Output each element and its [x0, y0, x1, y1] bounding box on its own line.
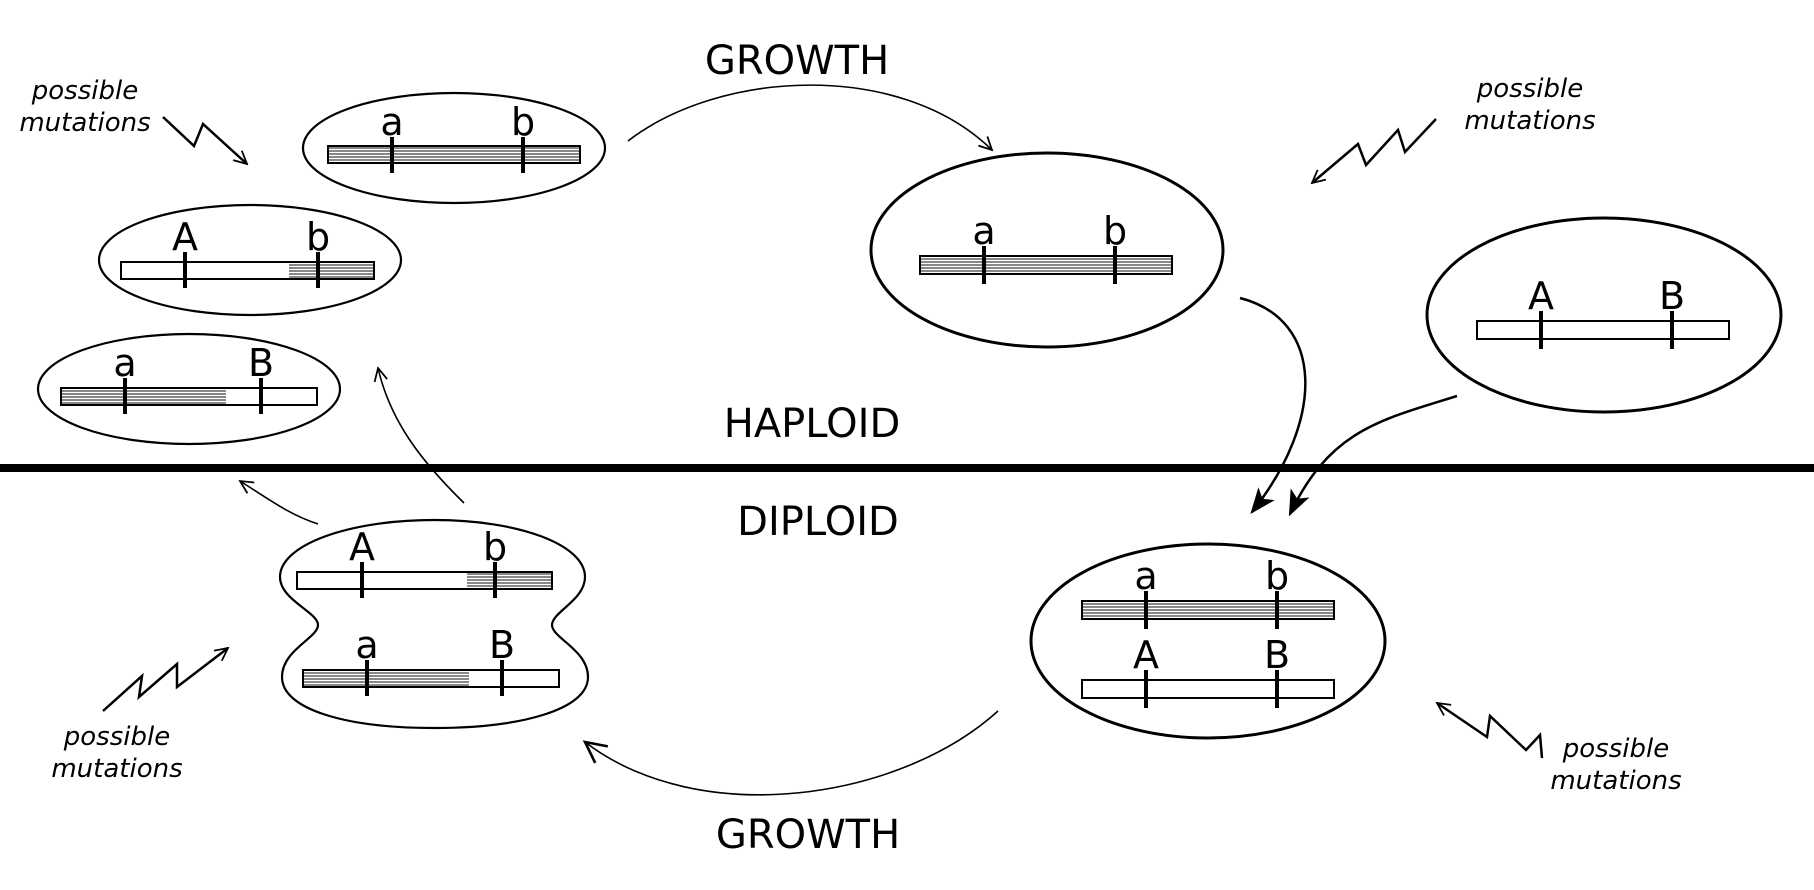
- growth-arrow-diploid: [585, 710, 999, 796]
- haploid-cell-ab: a b: [869, 151, 1225, 349]
- mutation-text: mutations: [1550, 766, 1681, 796]
- gene-label: b: [306, 215, 330, 259]
- chromosome: [919, 255, 1173, 275]
- gene-label: a: [972, 209, 995, 253]
- gene-label: A: [349, 525, 375, 569]
- chromosome: [296, 571, 553, 590]
- haploid-cell-recombinant-aB: a B: [36, 332, 342, 446]
- growth-top-label: GROWTH: [705, 38, 889, 84]
- mutation-note-top-left: possible mutations: [19, 76, 247, 164]
- chromosome: [1476, 320, 1730, 340]
- lightning-icon: [1437, 703, 1544, 759]
- chromosome: [1081, 600, 1335, 620]
- lightning-icon: [102, 648, 228, 712]
- mutation-text: possible: [1476, 74, 1583, 104]
- gene-label: b: [1265, 554, 1289, 598]
- gene-label: B: [489, 623, 515, 667]
- mutation-note-bottom-left: possible mutations: [51, 648, 228, 784]
- lightning-icon: [162, 116, 247, 164]
- chromosome: [327, 145, 581, 164]
- gene-label: b: [1103, 209, 1127, 253]
- haploid-cell-recombinant-Ab: A b: [97, 203, 403, 317]
- diploid-meiosis-cell: A b a B: [278, 518, 590, 730]
- fusion-arrow-left: [1239, 296, 1307, 515]
- mutation-note-bottom-right: possible mutations: [1437, 703, 1682, 796]
- gene-label: a: [1134, 554, 1157, 598]
- chromosome: [302, 669, 560, 688]
- gene-label: a: [355, 623, 378, 667]
- chromosome: [1081, 679, 1335, 699]
- meiosis-arrow-left: [240, 481, 319, 525]
- chromosome: [60, 387, 318, 406]
- gene-label: A: [172, 215, 198, 259]
- haploid-label: HAPLOID: [724, 401, 901, 447]
- mutation-text: mutations: [51, 754, 182, 784]
- meiosis-arrow-right: [378, 368, 465, 504]
- gene-label: B: [1659, 274, 1685, 318]
- gene-label: b: [511, 100, 535, 144]
- diploid-label: DIPLOID: [737, 499, 899, 545]
- haploid-cell-top: a b: [301, 91, 607, 205]
- gene-label: b: [483, 525, 507, 569]
- gene-label: a: [380, 100, 403, 144]
- growth-arrow-haploid: [627, 84, 992, 150]
- mutation-text: mutations: [1464, 106, 1595, 136]
- gene-label: A: [1528, 274, 1554, 318]
- chromosome: [120, 261, 375, 280]
- gene-label: B: [248, 341, 274, 385]
- mutation-text: possible: [63, 722, 170, 752]
- gene-label: a: [113, 341, 136, 385]
- mutation-text: possible: [31, 76, 138, 106]
- fusion-arrow-right: [1288, 394, 1458, 517]
- growth-bottom-label: GROWTH: [716, 812, 900, 858]
- mutation-text: mutations: [19, 108, 150, 138]
- diploid-zygote-cell: a b A B: [1029, 542, 1387, 740]
- gene-label: A: [1133, 633, 1159, 677]
- gene-label: B: [1264, 633, 1290, 677]
- lightning-icon: [1312, 118, 1437, 183]
- mutation-note-top-right: possible mutations: [1312, 74, 1596, 183]
- mutation-text: possible: [1562, 734, 1669, 764]
- haploid-cell-AB: A B: [1425, 216, 1783, 414]
